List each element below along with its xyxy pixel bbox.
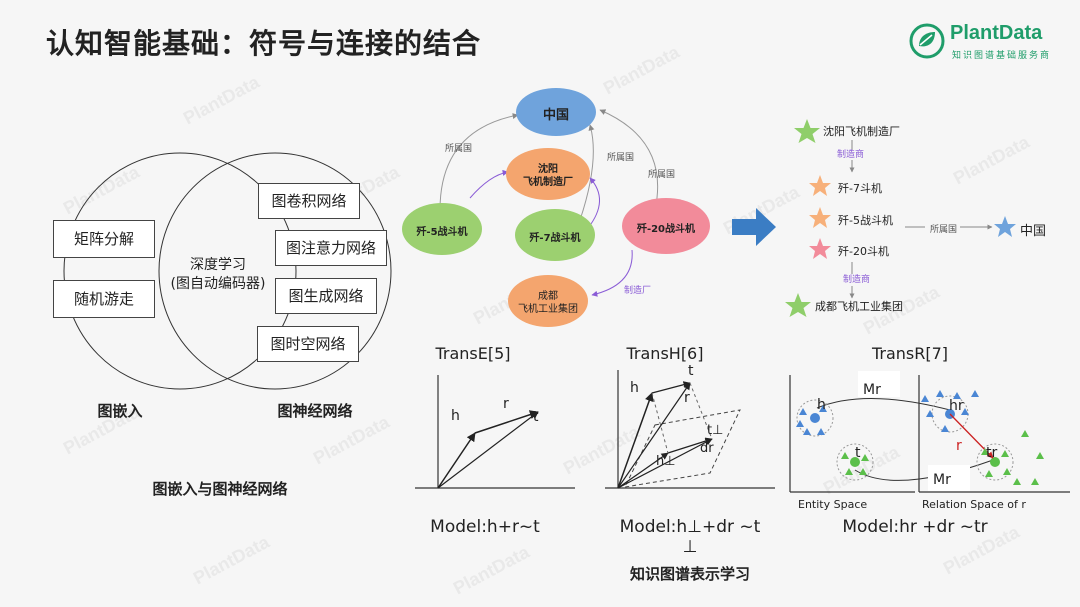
transh-plot	[605, 370, 775, 489]
kg-graph-edges	[402, 88, 710, 327]
transh-t: t	[688, 363, 694, 379]
watermark: PlantData	[449, 541, 533, 599]
venn-item-gat: 图注意力网络	[275, 230, 387, 266]
kg-node-j20: 歼-20战斗机	[636, 224, 696, 235]
transh-h-perp: h⊥	[656, 454, 676, 469]
sym-edge-maker: 制造商	[837, 150, 865, 160]
kg-embedding-caption: 知识图谱表示学习	[629, 565, 750, 583]
venn-center-line2: (图自动编码器)	[170, 276, 266, 292]
transr-tr: tr	[986, 445, 998, 461]
kg-edge-label: 所属国	[445, 144, 473, 154]
transe-formula: Model:h+r~t	[430, 517, 540, 537]
brand-logo: PlantData 知识图谱基础服务商	[908, 22, 1068, 66]
star-icon	[809, 207, 831, 228]
kg-edge-label: 制造厂	[624, 286, 652, 296]
kg-edge-label: 所属国	[648, 170, 676, 180]
venn-left-label: 图嵌入	[97, 402, 143, 420]
transe-t: t	[533, 409, 539, 425]
kg-node-j5: 歼-5战斗机	[416, 227, 468, 238]
watermark: PlantData	[189, 531, 273, 589]
kg-edge-label: 所属国	[607, 153, 635, 163]
transe-title: TransE[5]	[435, 344, 511, 363]
transr-r: r	[956, 438, 962, 454]
transr-title: TransR[7]	[871, 344, 949, 363]
venn-item-random-walk: 随机游走	[53, 280, 155, 318]
kg-node-shenyang-line1: 沈阳	[538, 164, 558, 175]
transe-h: h	[451, 408, 460, 424]
transr-mr-box	[928, 465, 970, 491]
venn-item-generative: 图生成网络	[275, 278, 377, 314]
brand-subtitle: 知识图谱基础服务商	[952, 51, 1052, 61]
transr-relation-space: Relation Space of r	[922, 498, 1026, 511]
transh-formula: Model:h⊥+dr ~t ⊥	[619, 517, 761, 557]
brand-name: PlantData	[950, 22, 1043, 44]
star-icon	[785, 293, 811, 317]
kg-node-shenyang-line2: 飞机制造厂	[523, 177, 573, 188]
transh-t-perp: t⊥	[707, 423, 724, 438]
venn-circles	[63, 152, 392, 390]
star-icon	[994, 216, 1016, 237]
sym-node-j5: 歼-5战斗机	[838, 214, 893, 227]
kg-node-chengdu-line1: 成都	[538, 291, 558, 302]
star-icon	[809, 238, 831, 259]
sym-node-j20: 歼-20斗机	[838, 245, 889, 258]
transe-plot	[415, 375, 575, 489]
venn-item-spatiotemporal: 图时空网络	[257, 326, 359, 362]
sym-node-chengdu: 成都飞机工业集团	[815, 300, 903, 313]
leaf-logo-icon	[909, 23, 945, 59]
transe-r: r	[503, 396, 509, 412]
right-arrow-icon	[732, 208, 776, 246]
star-icon	[809, 175, 831, 196]
transr-hr: hr	[949, 398, 964, 414]
kg-node-chengdu-line2: 飞机工业集团	[518, 304, 578, 315]
venn-right-label: 图神经网络	[277, 402, 353, 420]
transr-entity-space: Entity Space	[798, 498, 868, 511]
transh-dr: dr	[700, 441, 714, 456]
transr-plot	[789, 375, 1070, 493]
sym-edge-belongs: 所属国	[930, 225, 958, 235]
watermark: PlantData	[179, 71, 263, 129]
venn-center-line1: 深度学习	[190, 257, 246, 273]
transr-formula: Model:hr +dr ~tr	[842, 517, 988, 537]
transr-mr-bottom: Mr	[933, 472, 951, 488]
venn-item-matrix-factorization: 矩阵分解	[53, 220, 155, 258]
transr-mr-box	[858, 371, 900, 397]
transh-title: TransH[6]	[626, 344, 704, 363]
transr-mr-top: Mr	[863, 382, 881, 398]
transr-t: t	[855, 445, 861, 461]
star-icon	[794, 119, 820, 143]
sym-edge-maker: 制造商	[843, 275, 871, 285]
symbolic-graph	[785, 119, 1016, 317]
sym-node-china: 中国	[1020, 224, 1047, 239]
transr-h: h	[817, 397, 826, 413]
page-title: 认知智能基础：符号与连接的结合	[46, 27, 482, 60]
sym-node-j7: 歼-7斗机	[838, 182, 882, 195]
kg-node-j7: 歼-7战斗机	[529, 233, 581, 244]
transh-r: r	[684, 390, 690, 406]
venn-item-gcn: 图卷积网络	[258, 183, 360, 219]
sym-node-shenyang: 沈阳飞机制造厂	[823, 125, 900, 138]
kg-node-china: 中国	[542, 108, 569, 123]
venn-caption: 图嵌入与图神经网络	[152, 480, 288, 498]
transh-h: h	[630, 380, 639, 396]
